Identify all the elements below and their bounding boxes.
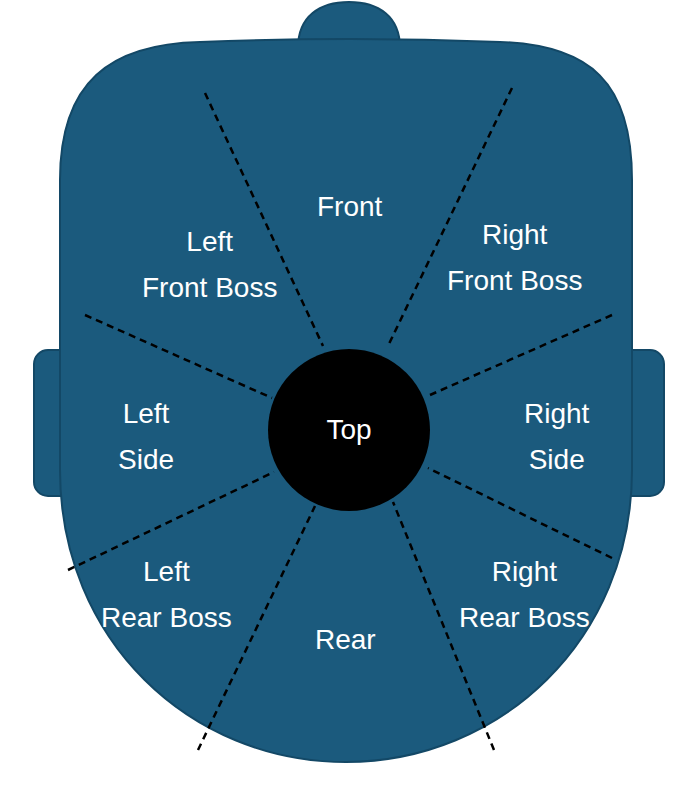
region-name: Left Front Boss [142,219,277,311]
region-name: Front [317,184,382,230]
region-label: Left Side [118,391,174,483]
region-name: Right Side [524,391,589,483]
region-name: Left Rear Boss [101,549,232,641]
region-label: Right Rear Boss [459,549,590,641]
region-label: Right Side [524,391,589,483]
top-circle: Top [267,348,431,512]
region-name: Left Side [118,391,174,483]
region-name: Right Front Boss [447,212,582,304]
region-label: Rear [315,617,376,663]
region-dividers [68,88,612,750]
region-label: Right Front Boss [447,212,582,304]
region-label: Left Rear Boss [101,549,232,641]
head-outline [60,39,632,762]
region-label: Left Front Boss [142,219,277,311]
region-name: Right Rear Boss [459,549,590,641]
region-name: Rear [315,617,376,663]
circle-shape [268,349,430,511]
region-name: Top [326,407,371,453]
region-label: Front [317,184,382,230]
